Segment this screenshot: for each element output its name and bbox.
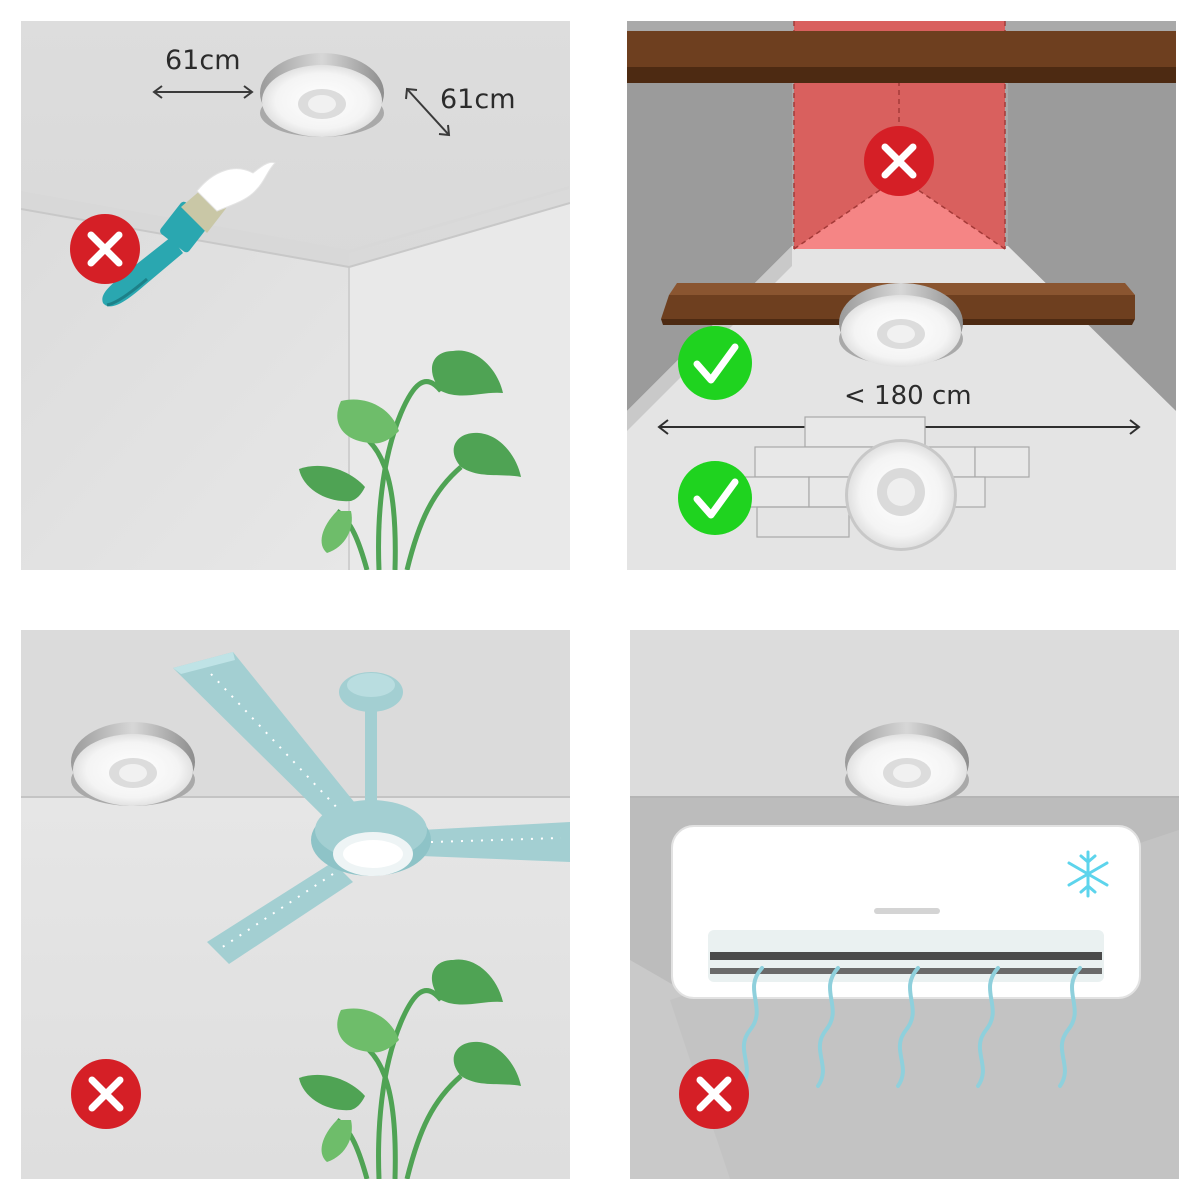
smoke-detector [71, 722, 195, 806]
depth-dimension-label: 61cm [440, 84, 516, 115]
depth-dimension-arrow [405, 87, 451, 137]
snowflake-icon [1067, 850, 1109, 898]
panel-ceiling-wall-scene [21, 21, 570, 570]
panel-beam-ceiling-scene [627, 21, 1176, 570]
smoke-detector-on-beam [839, 283, 963, 367]
max-distance-label: < 180 cm [844, 381, 972, 411]
allowed-check-icon-wall [678, 461, 752, 535]
panel-ceiling-wall-distance: 61cm 61cm [21, 21, 570, 570]
not-allowed-cross-icon [71, 1059, 141, 1129]
smoke-detector [845, 722, 969, 806]
potted-plant-icon [299, 350, 521, 570]
wooden-beam-top [627, 31, 1176, 83]
potted-plant-icon [299, 959, 521, 1179]
panel-air-conditioner [630, 630, 1179, 1179]
panel-ceiling-fan-scene [21, 630, 570, 1179]
width-dimension-label: 61cm [165, 45, 241, 76]
air-conditioner-icon [671, 825, 1141, 999]
airflow-waves [740, 966, 1082, 1088]
panel-air-conditioner-scene [630, 630, 1179, 1179]
not-allowed-cross-icon [70, 214, 140, 284]
smoke-detector-on-wall [845, 439, 957, 551]
paintbrush-icon [102, 161, 276, 307]
ceiling-fan-icon [173, 652, 570, 964]
not-allowed-cross-icon [864, 126, 934, 196]
panel-ceiling-fan [21, 630, 570, 1179]
width-dimension-arrow [152, 85, 254, 99]
not-allowed-cross-icon [679, 1059, 749, 1129]
smoke-detector [260, 53, 384, 137]
allowed-check-icon-beam [678, 326, 752, 400]
panel-beam-ceiling: < 180 cm [627, 21, 1176, 570]
